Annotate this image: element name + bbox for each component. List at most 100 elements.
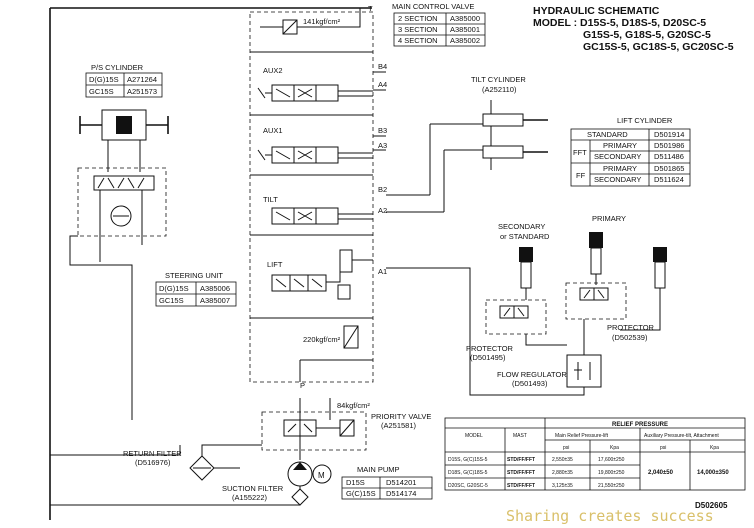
protector-left-label: PROTECTOR bbox=[466, 344, 514, 353]
flow-regulator-part: (D501493) bbox=[512, 379, 548, 388]
motor-label: M bbox=[318, 471, 325, 480]
relief-row-3-kpa: 21,550±250 bbox=[598, 483, 625, 489]
ps-cylinder: P/S CYLINDER D(G)15S A271264 GC15S A2515… bbox=[79, 63, 169, 172]
su-row-1-model: D(G)15S bbox=[159, 284, 189, 293]
relief-aux-kpa: 14,000±350 bbox=[697, 470, 729, 476]
pump-row-2-part: D514174 bbox=[386, 489, 416, 498]
su-row-2-part: A385007 bbox=[200, 296, 230, 305]
lift-ff-primary: PRIMARY bbox=[603, 164, 637, 173]
relief-col-aux: Auxiliary Pressure-tilt, Attachment bbox=[644, 433, 719, 439]
tilt-cylinder-label: TILT CYLINDER bbox=[471, 75, 526, 84]
pump-row-1-part: D514201 bbox=[386, 478, 416, 487]
priority-valve-pressure: 84kgf/cm² bbox=[337, 401, 370, 410]
header: HYDRAULIC SCHEMATIC MODEL : D15S-5, D18S… bbox=[533, 5, 734, 53]
flow-regulator-label: FLOW REGULATOR bbox=[497, 370, 567, 379]
mcv-row-1-part: A385000 bbox=[450, 14, 480, 23]
port-b3: B3 bbox=[378, 126, 387, 135]
port-b4: B4 bbox=[378, 62, 387, 71]
lift-spool: LIFT bbox=[267, 249, 373, 300]
port-a3: A3 bbox=[378, 141, 387, 150]
lift-ff-secondary-part: D511624 bbox=[654, 175, 684, 184]
return-line bbox=[49, 7, 372, 520]
relief-row-2-model: D18S, G(C)18S-5 bbox=[448, 470, 488, 476]
relief-aux-psi: 2,040±50 bbox=[648, 470, 674, 476]
lift-group-ff: FF bbox=[576, 171, 586, 180]
relief-row-3-model: D20SC, G20SC-5 bbox=[448, 483, 488, 489]
port-b2: B2 bbox=[378, 185, 387, 194]
main-relief-pressure: 141kgf/cm² bbox=[303, 17, 341, 26]
relief-col-mast: MAST bbox=[513, 433, 527, 439]
ps-row-2-model: GC15S bbox=[89, 87, 114, 96]
relief-col-model: MODEL bbox=[465, 433, 483, 439]
relief-pressure-table: RELIEF PRESSURE MODEL MAST Main Relief P… bbox=[444, 417, 746, 491]
tilt-spool: TILT bbox=[263, 195, 373, 225]
lift-standard-part: D501914 bbox=[654, 130, 684, 139]
lift-standard-label: STANDARD bbox=[587, 130, 628, 139]
port-a2: A2 bbox=[378, 206, 387, 215]
pump-row-2-model: G(C)15S bbox=[346, 489, 376, 498]
relief-col-main: Main Relief Pressure-lift bbox=[555, 433, 609, 439]
relief-unit-kpa-main: Kpa bbox=[610, 445, 619, 451]
steering-unit: STEERING UNIT D(G)15S A385006 GC15S A385… bbox=[69, 167, 237, 420]
return-filter-part: (D516976) bbox=[135, 458, 171, 467]
lift-ff-primary-part: D501865 bbox=[654, 164, 684, 173]
priority-valve-label: PRIORITY VALVE bbox=[371, 412, 431, 421]
priority-valve-part: (A251581) bbox=[381, 421, 417, 430]
mcv-part-table: MAIN CONTROL VALVE 2 SECTION A385000 3 S… bbox=[392, 2, 486, 47]
protector-left: PROTECTOR (D501495) bbox=[466, 299, 547, 362]
lift-relief: 220kgf/cm² bbox=[299, 325, 373, 382]
watermark: Sharing creates success bbox=[506, 507, 714, 525]
port-a4: A4 bbox=[378, 80, 387, 89]
relief-row-1-model: D15S, G(C)15S-5 bbox=[448, 457, 488, 463]
protector-right-part: (D502539) bbox=[612, 333, 648, 342]
relief-row-2-mast: STD/FF/FFT bbox=[507, 470, 535, 476]
model-line-3: GC15S-5, GC18S-5, GC20SC-5 bbox=[583, 41, 734, 53]
pressure-port-label: P bbox=[300, 381, 305, 390]
relief-row-2-psi: 2,880±35 bbox=[552, 470, 573, 476]
secondary-label: SECONDARY bbox=[498, 222, 545, 231]
main-pump-label: MAIN PUMP bbox=[357, 465, 400, 474]
main-control-valve: T P 141kgf/cm² AUX2 AUX1 TILT bbox=[249, 4, 387, 390]
relief-row-3-mast: STD/FF/FFT bbox=[507, 483, 535, 489]
model-line-2: G15S-5, G18S-5, G20SC-5 bbox=[583, 29, 711, 41]
relief-row-3-psi: 3,125±35 bbox=[552, 483, 573, 489]
relief-row-1-mast: STD/FF/FFT bbox=[507, 457, 535, 463]
suction-filter: SUCTION FILTER (A155222) bbox=[222, 484, 309, 506]
mcv-row-2-part: A385001 bbox=[450, 25, 480, 34]
relief-unit-psi-aux: psi bbox=[660, 445, 666, 451]
lift-cylinder-label: LIFT CYLINDER bbox=[617, 116, 673, 125]
protector-right: PROTECTOR (D502539) bbox=[565, 282, 655, 342]
mcv-label: MAIN CONTROL VALVE bbox=[392, 2, 474, 11]
suction-filter-label: SUCTION FILTER bbox=[222, 484, 284, 493]
model-line-1: MODEL : D15S-5, D18S-5, D20SC-5 bbox=[533, 17, 706, 29]
tilt-cylinder: TILT CYLINDER (A252110) bbox=[386, 75, 548, 213]
relief-row-1-psi: 2,550±35 bbox=[552, 457, 573, 463]
tilt-section-label: TILT bbox=[263, 195, 278, 204]
lift-relief-pressure: 220kgf/cm² bbox=[303, 335, 341, 344]
pump-row-1-model: D15S bbox=[346, 478, 365, 487]
protector-left-part: (D501495) bbox=[470, 353, 506, 362]
su-row-1-part: A385006 bbox=[200, 284, 230, 293]
priority-valve: 84kgf/cm² PRIORITY VALVE (A251581) bbox=[261, 398, 431, 460]
mcv-row-3-part: A385002 bbox=[450, 36, 480, 45]
lift-fft-primary: PRIMARY bbox=[603, 141, 637, 150]
ps-row-1-part: A271264 bbox=[127, 75, 157, 84]
relief-row-2-kpa: 19,800±250 bbox=[598, 470, 625, 476]
mcv-row-3-section: 4 SECTION bbox=[398, 36, 438, 45]
relief-row-1-kpa: 17,600±250 bbox=[598, 457, 625, 463]
protector-right-label: PROTECTOR bbox=[607, 323, 655, 332]
drawing-number: D502605 bbox=[695, 501, 728, 510]
secondary-label-2: or STANDARD bbox=[500, 232, 550, 241]
ps-cylinder-label: P/S CYLINDER bbox=[91, 63, 144, 72]
lift-cylinder-table: LIFT CYLINDER STANDARD D501914 FFT PRIMA… bbox=[570, 116, 691, 187]
primary-label: PRIMARY bbox=[592, 214, 626, 223]
lift-ff-secondary: SECONDARY bbox=[594, 175, 641, 184]
schematic-title: HYDRAULIC SCHEMATIC bbox=[533, 5, 660, 17]
mcv-row-1-section: 2 SECTION bbox=[398, 14, 438, 23]
flow-regulator: FLOW REGULATOR (D501493) bbox=[386, 267, 602, 396]
lift-group-fft: FFT bbox=[573, 148, 587, 157]
return-filter: RETURN FILTER (D516976) bbox=[123, 444, 262, 481]
tank-port-label: T bbox=[368, 4, 373, 13]
ps-row-1-model: D(G)15S bbox=[89, 75, 119, 84]
relief-unit-psi-main: psi bbox=[563, 445, 569, 451]
